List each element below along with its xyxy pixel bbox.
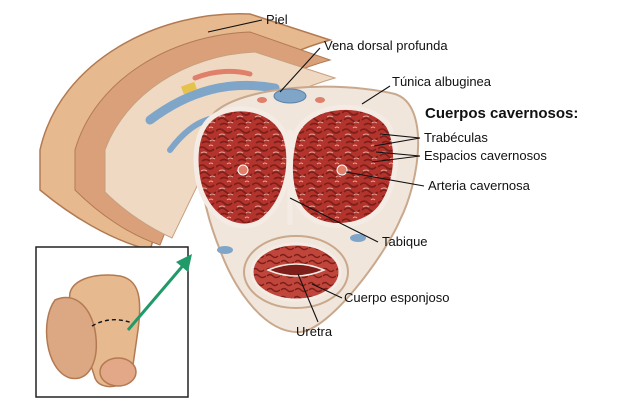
cavernous-artery-left [238,165,248,175]
dorsal-artery-right [315,97,325,103]
dorsal-artery-left [257,97,267,103]
deep-dorsal-vein [274,89,306,103]
label-uretra: Uretra [296,324,333,339]
label-tabique: Tabique [382,234,428,249]
label-cuerpos-cavernosos: Cuerpos cavernosos: [425,105,578,122]
label-cuerpo-esponjoso: Cuerpo esponjoso [344,290,450,305]
label-tunica-albuginea: Túnica albuginea [392,74,492,89]
inset-panel [36,247,188,397]
label-espacios-cavernosos: Espacios cavernosos [424,148,547,163]
inset-glans [100,358,136,386]
label-vena-dorsal-profunda: Vena dorsal profunda [324,38,448,53]
label-arteria-cavernosa: Arteria cavernosa [428,178,531,193]
label-piel: Piel [266,12,288,27]
cavernous-artery-right [337,165,347,175]
lateral-vein-left [217,246,233,254]
label-trabeculas: Trabéculas [424,130,488,145]
